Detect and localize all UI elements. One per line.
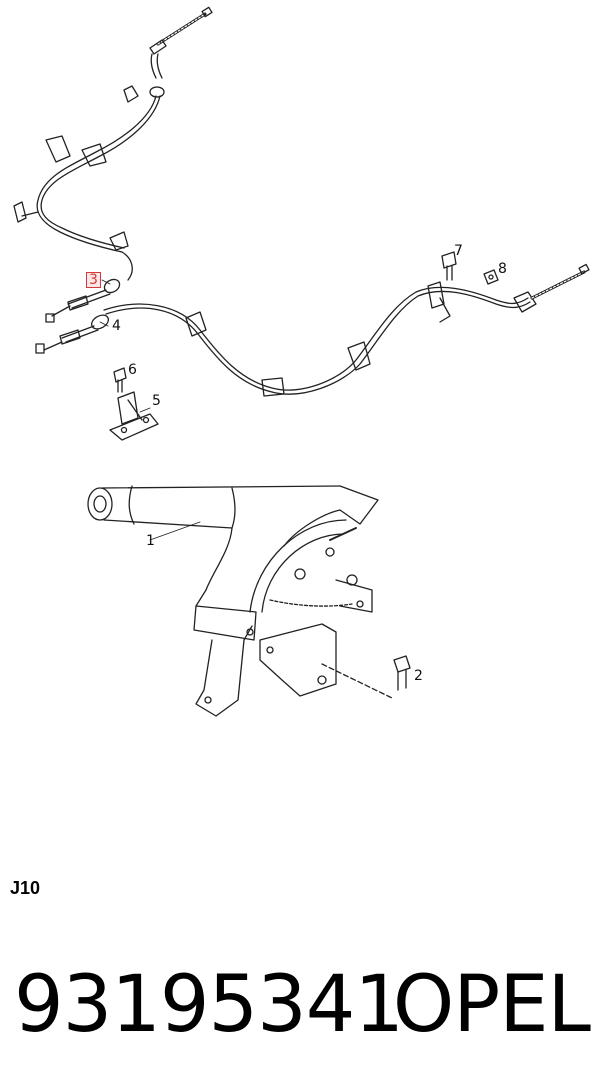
callout-2[interactable]: 2: [414, 668, 423, 684]
upper-brake-cable: [13, 6, 213, 281]
handbrake-lever: [87, 485, 393, 717]
part-number: 93195341: [14, 960, 404, 1050]
lower-brake-cable: [103, 263, 590, 397]
callout-1[interactable]: 1: [146, 533, 155, 549]
footer: 93195341 OPEL: [14, 960, 591, 1050]
brand-name: OPEL: [392, 960, 591, 1050]
bolt-7: [441, 251, 457, 281]
leader-lines: [99, 279, 201, 541]
callout-7[interactable]: 7: [454, 243, 463, 259]
callout-4[interactable]: 4: [112, 318, 121, 334]
bracket-5: [109, 391, 159, 441]
callout-6[interactable]: 6: [128, 362, 137, 378]
nut-8: [483, 269, 499, 285]
callout-5[interactable]: 5: [152, 393, 161, 409]
bolt-2: [393, 655, 411, 691]
cable-end-fittings: [35, 278, 121, 354]
callout-3[interactable]: 3: [86, 272, 101, 288]
callout-8[interactable]: 8: [498, 261, 507, 277]
section-code: J10: [10, 878, 41, 898]
parts-diagram: [13, 6, 590, 717]
bolt-6: [113, 367, 127, 393]
